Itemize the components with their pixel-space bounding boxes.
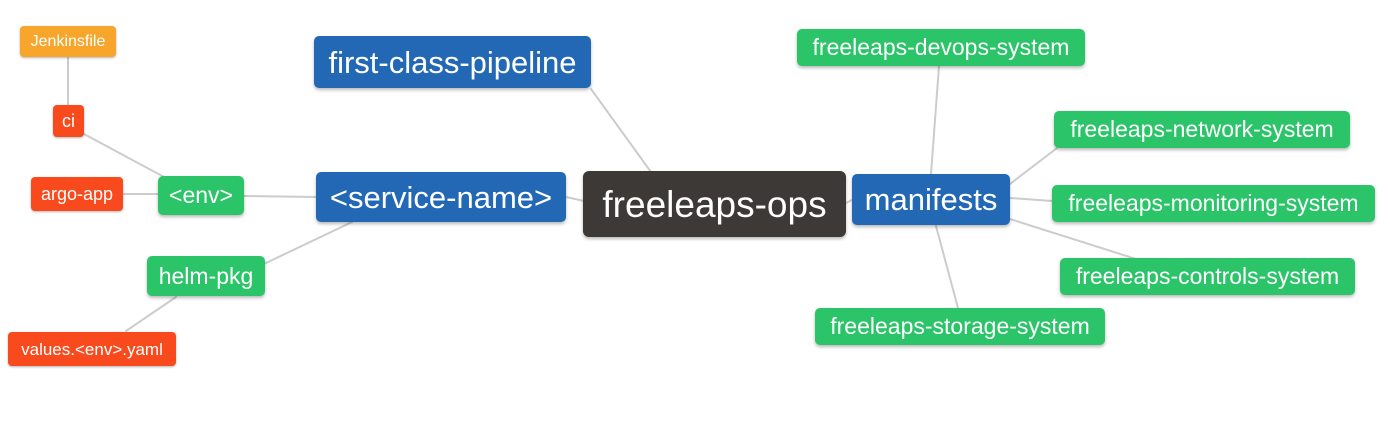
edge-manifests-to-freeleaps-monitoring-system <box>1009 197 1053 202</box>
edge-service-name-to-freeleaps-ops <box>565 196 585 202</box>
node-manifests[interactable]: manifests <box>852 174 1010 225</box>
node-service-name[interactable]: <service-name> <box>316 172 566 222</box>
node-ci[interactable]: ci <box>53 105 84 137</box>
edge-manifests-to-freeleaps-storage-system <box>935 225 959 309</box>
edge-values-env-yaml-to-helm-pkg <box>125 296 177 332</box>
edge-env-to-service-name <box>243 195 317 198</box>
edge-manifests-to-freeleaps-network-system <box>1009 147 1058 185</box>
node-freeleaps-network-system[interactable]: freeleaps-network-system <box>1054 111 1350 148</box>
node-env[interactable]: <env> <box>158 176 244 215</box>
edge-freeleaps-ops-to-manifests <box>845 199 853 204</box>
edge-ci-to-env <box>83 133 167 179</box>
edge-helm-pkg-to-service-name <box>265 221 353 264</box>
node-freeleaps-monitoring-system[interactable]: freeleaps-monitoring-system <box>1052 185 1375 222</box>
node-argo-app[interactable]: argo-app <box>31 177 123 211</box>
node-values-env-yaml[interactable]: values.<env>.yaml <box>8 332 176 366</box>
node-helm-pkg[interactable]: helm-pkg <box>147 256 265 296</box>
node-freeleaps-controls-system[interactable]: freeleaps-controls-system <box>1060 258 1355 295</box>
node-freeleaps-ops[interactable]: freeleaps-ops <box>583 171 846 237</box>
node-jenkinsfile[interactable]: Jenkinsfile <box>20 26 116 57</box>
edge-manifests-to-freeleaps-controls-system <box>1009 218 1137 260</box>
edge-manifests-to-freeleaps-devops-system <box>930 65 940 175</box>
node-first-class-pipeline[interactable]: first-class-pipeline <box>314 36 591 88</box>
node-freeleaps-devops-system[interactable]: freeleaps-devops-system <box>797 29 1085 66</box>
node-freeleaps-storage-system[interactable]: freeleaps-storage-system <box>815 308 1105 345</box>
edge-first-class-pipeline-to-freeleaps-ops <box>590 88 652 173</box>
